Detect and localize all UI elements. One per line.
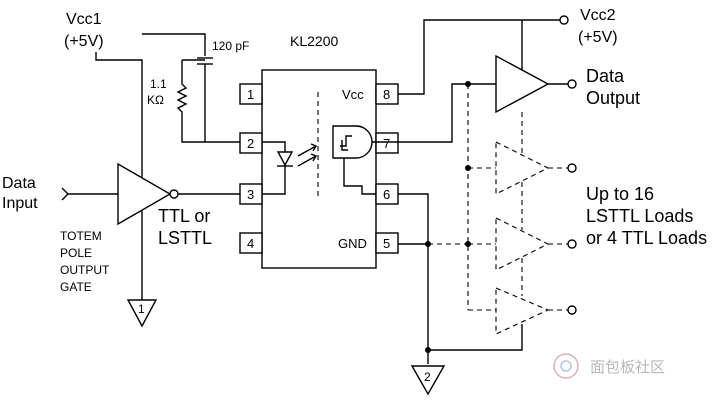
vcc2-terminal [559,15,569,25]
svg-text:3: 3 [247,187,254,202]
vcc1-rail [95,52,143,290]
pin-6: 6 [375,183,399,205]
pin-5: 5 [375,232,399,254]
chip-body [261,69,377,269]
svg-text:5: 5 [383,236,390,251]
load-buffer-2 [468,182,577,271]
led-symbol [262,141,294,195]
svg-text:Output: Output [586,88,640,108]
svg-text:2: 2 [424,370,431,384]
svg-text:Data: Data [2,175,36,192]
svg-text:Up to 16: Up to 16 [586,184,654,204]
data-output-terminal [567,79,577,89]
resistor-1k1: 1.1 KΩ [147,60,245,143]
svg-text:Vcc1: Vcc1 [66,11,102,28]
svg-text:POLE: POLE [60,246,92,260]
svg-text:Data: Data [586,66,625,86]
data-input-label: Data Input [2,175,38,212]
svg-text:LSTTL Loads: LSTTL Loads [586,206,693,226]
svg-text:LSTTL: LSTTL [158,228,212,248]
svg-text:4: 4 [247,236,254,251]
svg-text:1: 1 [247,87,254,102]
vcc1-top-rail [142,33,206,56]
svg-text:TOTEM: TOTEM [60,229,102,243]
vcc-pin-label: Vcc [342,87,364,102]
svg-text:OUTPUT: OUTPUT [60,263,110,277]
pin-7: 7 [375,132,399,154]
svg-text:1: 1 [138,302,145,316]
svg-text:1.1: 1.1 [150,77,167,91]
svg-text:(+5V): (+5V) [64,33,104,50]
light-arrows [297,143,318,167]
watermark-logo: 面包板社区 [553,353,665,379]
ttl-label: TTL or LSTTL [158,206,212,248]
ground-2-symbol: 2 [410,365,446,396]
internal-gate [332,125,373,159]
svg-text:Vcc2: Vcc2 [580,7,616,24]
pin-1: 1 [239,83,263,105]
svg-text:KΩ: KΩ [147,93,164,107]
totem-label: TOTEM POLE OUTPUT GATE [60,229,110,294]
gnd-pin-label: GND [338,236,367,251]
vcc2-label: Vcc2 (+5V) [578,7,618,46]
data-output-label: Data Output [586,66,640,108]
load-buffer-3 [468,258,577,335]
svg-text:or 4 TTL Loads: or 4 TTL Loads [586,228,707,248]
pin-8: 8 [375,83,399,105]
pin-2: 2 [239,132,263,154]
svg-text:GATE: GATE [60,280,92,294]
capacitor-120pf: 120 pF [197,39,249,142]
svg-text:面包板社区: 面包板社区 [590,358,665,376]
gnd-bus [398,243,429,350]
ground-1-symbol: 1 [126,299,158,328]
svg-text:2: 2 [247,136,254,151]
pin-3: 3 [239,183,263,205]
svg-text:7: 7 [383,136,390,151]
svg-text:6: 6 [383,187,390,202]
svg-text:TTL or: TTL or [158,206,210,226]
vcc2-rail [398,19,560,95]
loads-label: Up to 16 LSTTL Loads or 4 TTL Loads [586,184,707,248]
svg-text:120 pF: 120 pF [212,39,249,53]
output-buffer [495,54,550,114]
svg-text:(+5V): (+5V) [578,29,618,46]
svg-text:Input: Input [2,195,38,212]
chip-label: KL2200 [290,33,338,49]
vcc1-label: Vcc1 (+5V) [64,11,104,50]
pin-4: 4 [239,232,263,254]
load-buffer-1 [468,112,577,195]
svg-text:8: 8 [383,87,390,102]
input-arrow [61,187,69,201]
